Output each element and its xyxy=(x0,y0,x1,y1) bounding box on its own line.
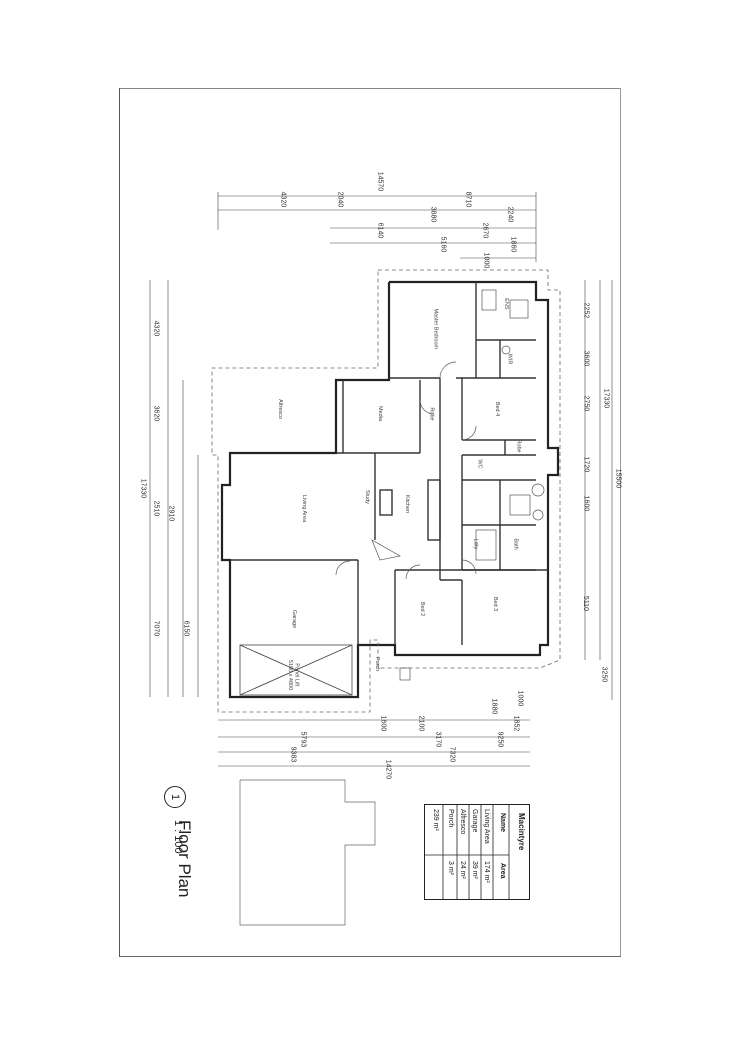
dim-left-6: 2510 xyxy=(152,501,159,517)
site-outline xyxy=(239,779,376,926)
room-ldry: Ldry xyxy=(472,539,478,550)
room-bed-4: Bed 4 xyxy=(494,402,500,416)
dim-left-4: 7070 xyxy=(152,621,159,637)
room-wc: WC xyxy=(477,459,483,468)
dim-top-9: 1860 xyxy=(509,237,516,253)
dim-top-5: 2240 xyxy=(506,207,513,223)
dim-bottom-1: 5793 xyxy=(299,732,306,748)
sheet-border xyxy=(119,88,621,957)
garage-door-type: Panel Lift xyxy=(294,663,300,686)
table-heading: Macintyre xyxy=(517,813,526,851)
sheet-border-top xyxy=(119,88,620,89)
room-robe-2: Robe xyxy=(429,407,435,420)
plan-scale: 1 : 100 xyxy=(172,820,184,854)
table-row-area: 3 m² xyxy=(447,861,454,875)
dim-right-3: 3600 xyxy=(582,351,589,367)
dim-top-overall: 14570 xyxy=(376,172,383,192)
dim-top-6: 6140 xyxy=(376,223,383,239)
table-row-name: Alfresco xyxy=(459,809,466,835)
dim-bottom-7: 1880 xyxy=(490,699,497,715)
door-swings xyxy=(335,361,477,580)
dim-bottom-3: 7320 xyxy=(448,747,455,763)
table-total: 239 m² xyxy=(432,809,439,831)
table-col-area: Area xyxy=(499,863,506,879)
dim-left-overall: 17330 xyxy=(139,479,146,499)
dim-right-overall: 15500 xyxy=(614,469,621,489)
room-media: Media xyxy=(377,406,383,422)
dim-right-6: 1600 xyxy=(582,496,589,512)
table-row-area: 39 m² xyxy=(471,861,478,879)
table-row-name: Garage xyxy=(471,809,478,833)
room-study: Study xyxy=(364,490,370,504)
dim-top-2: 8710 xyxy=(464,192,471,208)
dim-top-10: 5160 xyxy=(439,237,446,253)
garage-door-size: 5100 x 4800 xyxy=(287,660,293,690)
room-robe: Robe xyxy=(516,439,522,452)
table-row-name: Living Area xyxy=(483,809,490,844)
dim-bottom-9: 9250 xyxy=(496,732,503,748)
room-living-area: Living Area xyxy=(301,495,307,523)
roof-outline xyxy=(211,269,561,713)
dim-bottom-6: 2100 xyxy=(417,716,424,732)
room-bed-3: Bed 3 xyxy=(492,597,498,611)
dim-left-1: 4320 xyxy=(152,321,159,337)
room-kitchen: Kitchen xyxy=(404,495,410,513)
dim-right-7: 5110 xyxy=(582,596,589,611)
table-row-area: 174 m² xyxy=(483,861,490,883)
table-col-name: Name xyxy=(499,813,506,833)
dimension-lines xyxy=(149,192,613,767)
room-alfresco: Alfresco xyxy=(277,399,283,419)
room-garage: Garage xyxy=(291,610,297,628)
dim-right-8: 3250 xyxy=(600,667,607,683)
dim-bottom-4: 1600 xyxy=(379,716,386,732)
dim-right-2: 2252 xyxy=(582,303,589,319)
dim-bottom-2: 9383 xyxy=(289,747,296,763)
dim-bottom-overall: 14270 xyxy=(384,760,391,780)
room-porch: Porch xyxy=(374,657,380,671)
internal-walls xyxy=(230,282,548,645)
room-labels: Master Bedroom WIR ENS Media Alfresco Li… xyxy=(277,298,522,690)
view-marker: 1 xyxy=(164,786,186,808)
room-ens: ENS xyxy=(503,298,509,310)
dim-top-8: 1000 xyxy=(482,253,489,269)
room-master-bedroom: Master Bedroom xyxy=(433,308,439,349)
dim-bottom-10: 1852 xyxy=(512,716,519,732)
dim-top-4: 3880 xyxy=(429,207,436,223)
table-row-name: Porch xyxy=(447,809,454,828)
dim-right-1: 17330 xyxy=(602,389,609,409)
dim-left-2: 3620 xyxy=(152,406,159,422)
sheet-border-right xyxy=(620,88,621,956)
plan-title-block: Floor Plan 1 : 100 xyxy=(156,790,276,897)
dim-left-5: 6150 xyxy=(182,621,189,637)
dim-left-3: 2910 xyxy=(167,506,174,522)
dim-bottom-8: 1000 xyxy=(516,691,523,707)
garage-door xyxy=(239,644,353,696)
area-schedule-table: Macintyre Name Area Living Area 174 m² G… xyxy=(424,804,530,900)
dim-top-7: 2670 xyxy=(481,223,488,239)
room-wir: WIR xyxy=(506,354,512,365)
dim-right-4: 2750 xyxy=(582,396,589,412)
dim-bottom-5: 3170 xyxy=(434,732,441,748)
dim-top-3: 2040 xyxy=(336,192,343,208)
room-bed-2: Bed 2 xyxy=(419,602,425,616)
fixtures xyxy=(399,289,545,681)
dim-right-5: 1720 xyxy=(582,457,589,473)
room-bath: Bath xyxy=(513,538,519,549)
dimension-labels: 14570 4320 8710 2040 3880 2240 6140 2670… xyxy=(139,172,621,780)
table-row-area: 24 m² xyxy=(459,861,466,879)
dim-top-1: 4320 xyxy=(279,192,286,208)
